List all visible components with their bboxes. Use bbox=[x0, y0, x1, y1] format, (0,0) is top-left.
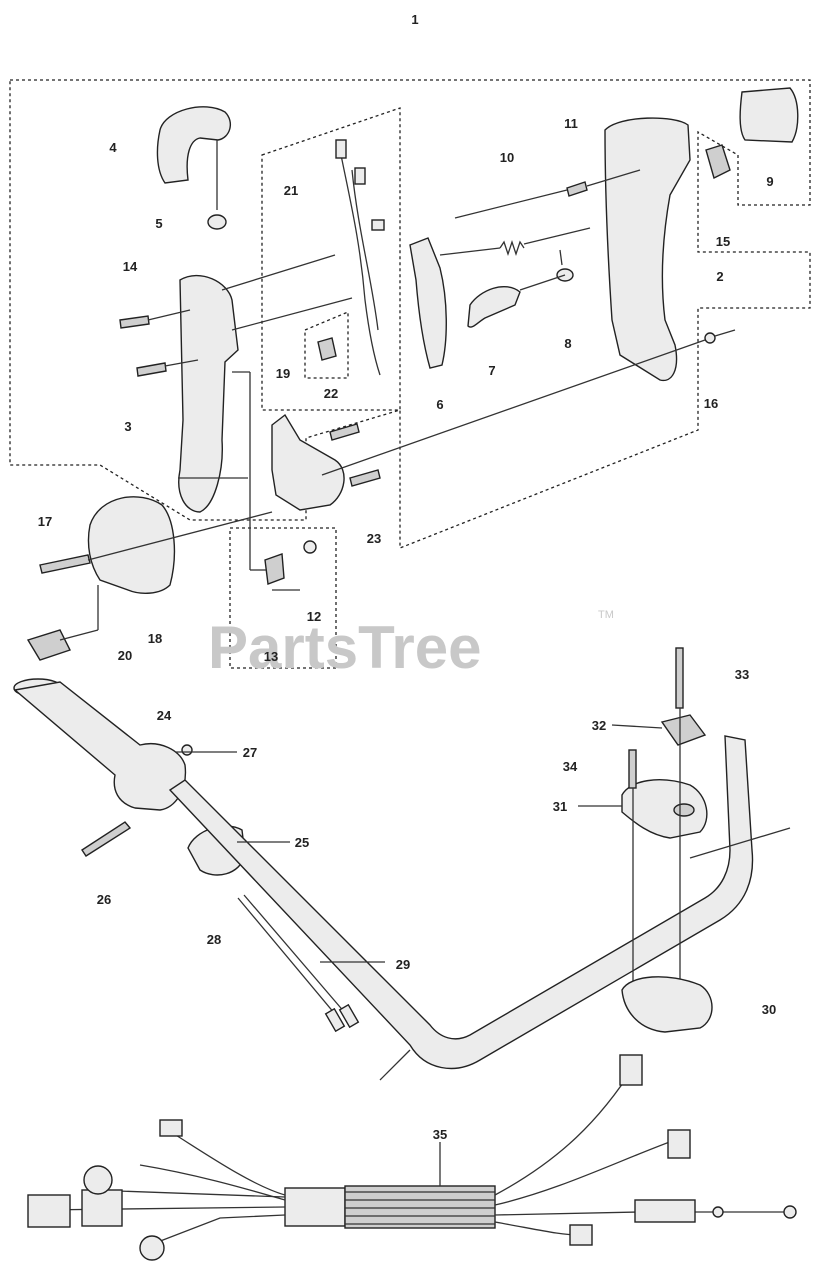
terminal-screw-part bbox=[303, 540, 317, 554]
callout-27: 27 bbox=[243, 745, 257, 760]
callout-11: 11 bbox=[564, 116, 578, 131]
callout-17: 17 bbox=[38, 514, 52, 529]
callout-21: 21 bbox=[284, 183, 298, 198]
callout-10: 10 bbox=[500, 150, 514, 165]
clip-part bbox=[207, 214, 227, 230]
callout-25: 25 bbox=[295, 835, 309, 850]
trigger-lever-part bbox=[409, 237, 447, 369]
callout-7: 7 bbox=[488, 363, 495, 378]
connector-part bbox=[338, 1003, 360, 1029]
callout-24: 24 bbox=[157, 708, 172, 723]
connector-part bbox=[335, 139, 347, 159]
callout-33: 33 bbox=[735, 667, 749, 682]
screw-part bbox=[349, 469, 381, 487]
nut-part bbox=[704, 332, 716, 344]
lower-clamp-part bbox=[621, 976, 713, 1033]
callout-15: 15 bbox=[716, 234, 730, 249]
bolt-part bbox=[39, 554, 91, 574]
callout-29: 29 bbox=[396, 957, 410, 972]
screw-part bbox=[566, 181, 588, 197]
loop-handle-tube-part bbox=[168, 735, 754, 1070]
assembly-boundaries bbox=[9, 79, 811, 669]
handle-collar-part bbox=[87, 496, 176, 594]
callout-28: 28 bbox=[207, 932, 221, 947]
switch-plate-part bbox=[271, 413, 345, 511]
bracket-part bbox=[26, 629, 71, 661]
callout-3: 3 bbox=[124, 419, 131, 434]
screw-part bbox=[628, 749, 637, 789]
callout-26: 26 bbox=[97, 892, 111, 907]
leader-lines bbox=[175, 477, 663, 1186]
assembly-1-outline bbox=[9, 79, 811, 549]
callout-2: 2 bbox=[716, 269, 723, 284]
assembly-13-outline bbox=[229, 527, 337, 669]
callout-labels: 1 2 3 4 5 6 7 8 9 10 11 12 13 14 15 16 1… bbox=[38, 12, 776, 1142]
watermark-trademark: TM bbox=[598, 609, 614, 621]
main-wire-harness-part bbox=[27, 1054, 797, 1261]
long-bolt-part bbox=[675, 647, 684, 709]
screw-part bbox=[181, 744, 193, 756]
callout-16: 16 bbox=[704, 396, 718, 411]
wire-harness-part bbox=[351, 169, 379, 331]
wire-clip-part bbox=[317, 337, 337, 361]
callout-30: 30 bbox=[762, 1002, 776, 1017]
callout-34: 34 bbox=[563, 759, 578, 774]
callout-18: 18 bbox=[148, 631, 162, 646]
screw-part bbox=[136, 362, 167, 377]
callout-5: 5 bbox=[155, 216, 162, 231]
switch-part bbox=[705, 144, 731, 180]
callout-6: 6 bbox=[436, 397, 443, 412]
assembly-21-outline bbox=[261, 107, 401, 411]
screw-part bbox=[329, 423, 360, 441]
spring-part bbox=[499, 239, 525, 257]
assembly-22-outline bbox=[304, 311, 349, 379]
left-handle-half-part bbox=[178, 274, 239, 513]
connector-part bbox=[354, 167, 366, 185]
lower-handle-assembly bbox=[13, 647, 797, 1261]
throttle-trigger-part bbox=[467, 286, 521, 328]
callout-14: 14 bbox=[123, 259, 138, 274]
watermark: PartsTree bbox=[208, 614, 482, 681]
terminal-part bbox=[264, 553, 285, 585]
trigger-guard-part bbox=[739, 87, 799, 143]
callout-4: 4 bbox=[109, 140, 117, 155]
bolt-part bbox=[81, 821, 132, 857]
connector-part bbox=[324, 1007, 346, 1033]
callout-20: 20 bbox=[118, 648, 132, 663]
callout-13: 13 bbox=[264, 649, 278, 664]
callout-19: 19 bbox=[276, 366, 290, 381]
callout-32: 32 bbox=[592, 718, 606, 733]
clamp-plate-part bbox=[660, 714, 707, 746]
screw-part bbox=[119, 315, 150, 329]
callout-31: 31 bbox=[553, 799, 567, 814]
callout-9: 9 bbox=[766, 174, 773, 189]
wire-harness-part bbox=[339, 149, 381, 376]
upper-handle-assembly bbox=[26, 87, 799, 661]
callout-1: 1 bbox=[411, 12, 418, 27]
callout-22: 22 bbox=[324, 386, 338, 401]
callout-23: 23 bbox=[367, 531, 381, 546]
handle-clamp-part bbox=[621, 779, 708, 839]
callout-35: 35 bbox=[433, 1127, 447, 1142]
handle-grip-part bbox=[13, 681, 187, 811]
clamp-hole-part bbox=[673, 803, 695, 817]
right-handle-half-part bbox=[604, 117, 691, 382]
callout-12: 12 bbox=[307, 609, 321, 624]
grip-cap-part bbox=[156, 106, 232, 184]
callout-8: 8 bbox=[564, 336, 571, 351]
connector-part bbox=[371, 219, 385, 231]
